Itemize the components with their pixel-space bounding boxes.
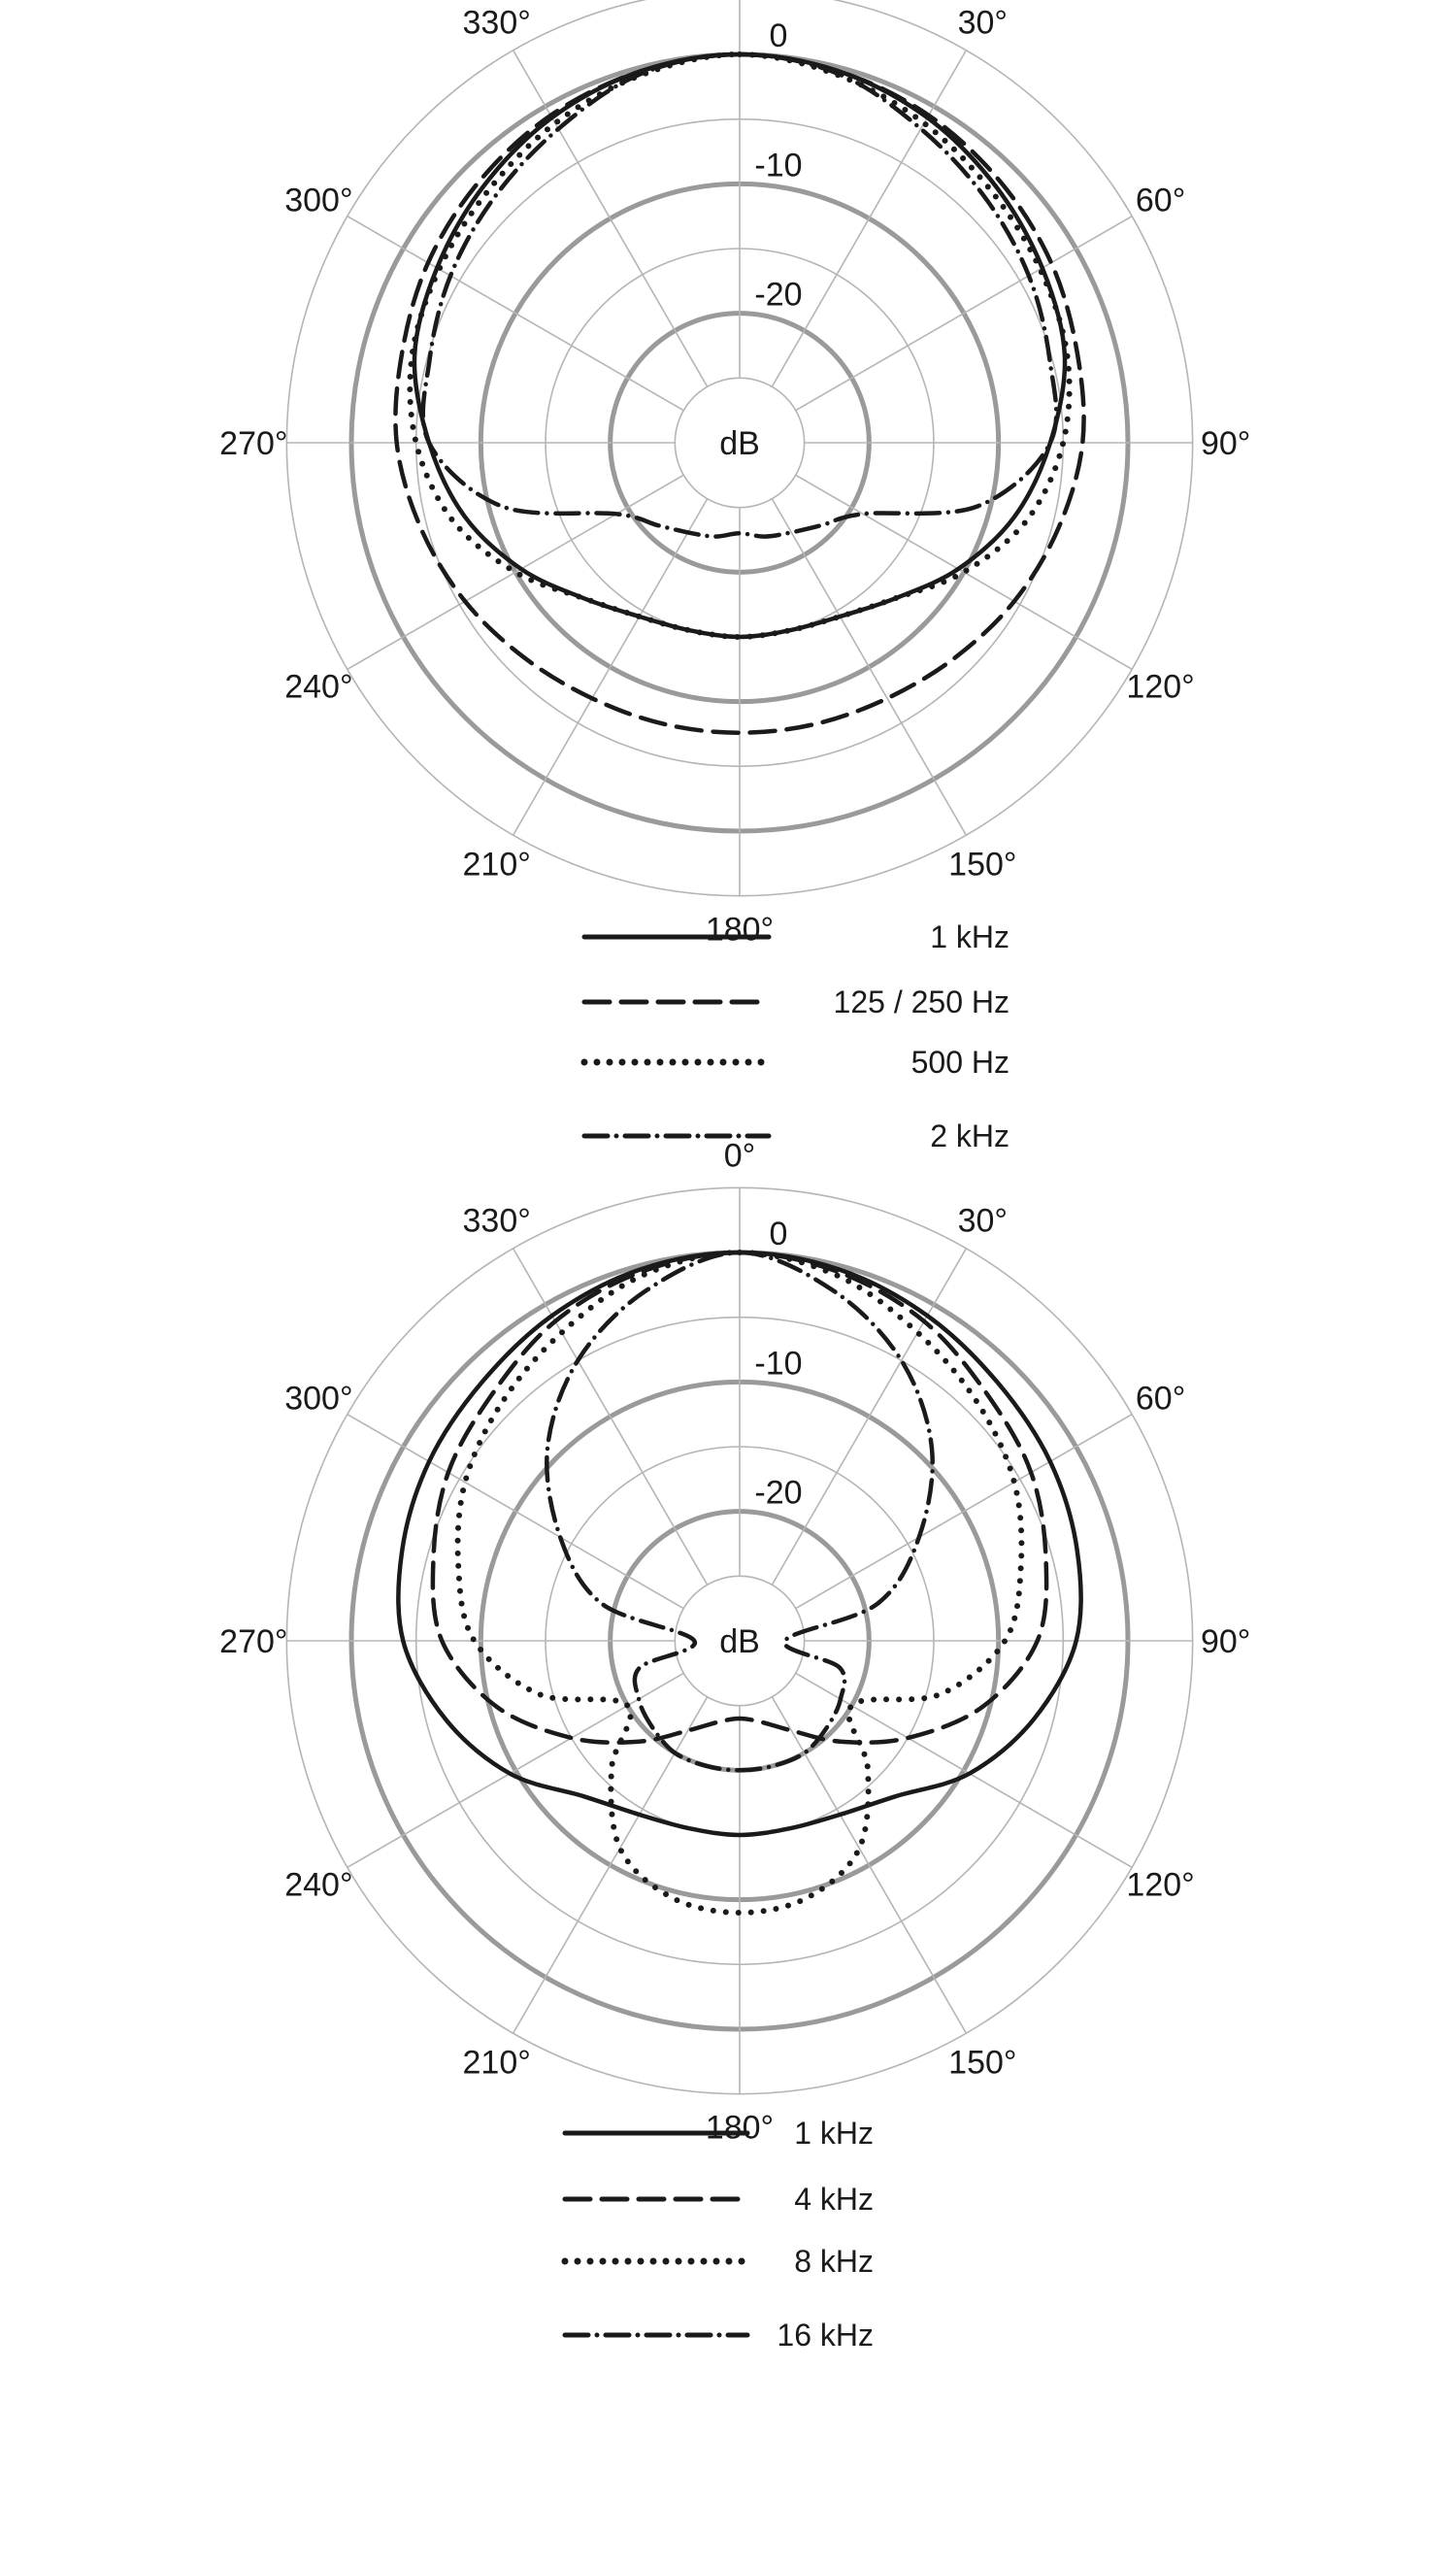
series-line-8-khz: [454, 1250, 1025, 1916]
legend-label: 1 kHz: [794, 2116, 874, 2151]
polar-chart-bottom: 0° 30° 60° 90° 120° 150° 180° 210° 240° 270° 300° 3…: [219, 1137, 1250, 2146]
legend-label: 2 kHz: [930, 1118, 1009, 1153]
angle-tick-label: 210°: [463, 847, 531, 884]
unit-label: dB: [719, 425, 760, 462]
radial-tick-label: -20: [754, 1475, 802, 1512]
unit-label: dB: [719, 1623, 760, 1660]
angle-tick-label: 270°: [219, 425, 287, 462]
angle-tick-label: 60°: [1136, 1381, 1185, 1418]
legend-label: 8 kHz: [794, 2244, 874, 2279]
angle-tick-label: 240°: [284, 668, 352, 705]
angle-tick-label: 90°: [1201, 425, 1250, 462]
angle-tick-label: 180°: [706, 2110, 774, 2147]
angle-tick-label: 150°: [948, 2045, 1016, 2082]
angle-tick-label: 30°: [958, 1202, 1008, 1239]
series-line-125-250-hz: [393, 51, 1086, 735]
legend-label: 500 Hz: [911, 1045, 1009, 1080]
grid-spoke: [512, 1248, 709, 1585]
polar-chart-top: 0°30°60°90°120°150°180°210°240°270°300°3…: [219, 0, 1250, 949]
angle-tick-label: 90°: [1201, 1623, 1250, 1660]
radial-tick-label: -20: [754, 277, 802, 314]
grid-spoke: [795, 1672, 1133, 1869]
grid-spoke: [771, 1696, 968, 2034]
angle-tick-label: 180°: [706, 912, 774, 949]
radial-tick-label: 0: [770, 17, 788, 54]
grid-spoke: [771, 1248, 968, 1585]
angle-tick-label: 300°: [284, 183, 352, 219]
radial-tick-label: -10: [754, 1345, 802, 1382]
grid-spoke: [771, 498, 968, 836]
legend-label: 125 / 250 Hz: [834, 985, 1009, 1019]
grid-spoke: [795, 215, 1133, 412]
grid-spoke: [347, 1672, 684, 1869]
series-line-4-khz: [430, 1250, 1049, 1745]
angle-tick-label: 330°: [463, 1202, 531, 1239]
grid-spoke: [512, 1696, 709, 2034]
legend-bottom: 1 kHz 4 kHz 8 kHz 16 kHz: [561, 2116, 874, 2353]
legend-label: 16 kHz: [777, 2318, 874, 2353]
series-line-1-khz: [396, 1250, 1083, 1838]
series-line-500-hz: [407, 51, 1073, 640]
angle-tick-label: 210°: [463, 2045, 531, 2082]
angle-tick-label: 30°: [958, 4, 1008, 41]
grid-spoke: [347, 1413, 684, 1610]
legend-top: 1 kHz 125 / 250 Hz 500 Hz 2 kHz: [580, 919, 1009, 1153]
grid-spoke: [512, 50, 709, 387]
radial-tick-label: -10: [754, 147, 802, 184]
angle-tick-label: 120°: [1126, 1866, 1194, 1903]
grid-spoke: [795, 1413, 1133, 1610]
angle-tick-label: 120°: [1126, 668, 1194, 705]
angle-tick-label: 240°: [284, 1866, 352, 1903]
legend-label: 4 kHz: [794, 2182, 874, 2217]
angle-tick-label: 150°: [948, 847, 1016, 884]
series-line-16-khz: [545, 1250, 935, 1773]
legend-label: 1 kHz: [930, 919, 1009, 954]
angle-tick-label: 0°: [724, 1137, 756, 1174]
grid-spoke: [347, 474, 684, 671]
series-line-2-khz: [420, 51, 1059, 539]
grid-spoke: [512, 498, 709, 836]
angle-tick-label: 270°: [219, 1623, 287, 1660]
angle-tick-label: 60°: [1136, 183, 1185, 219]
radial-tick-label: 0: [770, 1216, 788, 1252]
angle-tick-label: 330°: [463, 4, 531, 41]
grid-spoke: [771, 50, 968, 387]
grid-spoke: [347, 215, 684, 412]
angle-tick-label: 300°: [284, 1381, 352, 1418]
